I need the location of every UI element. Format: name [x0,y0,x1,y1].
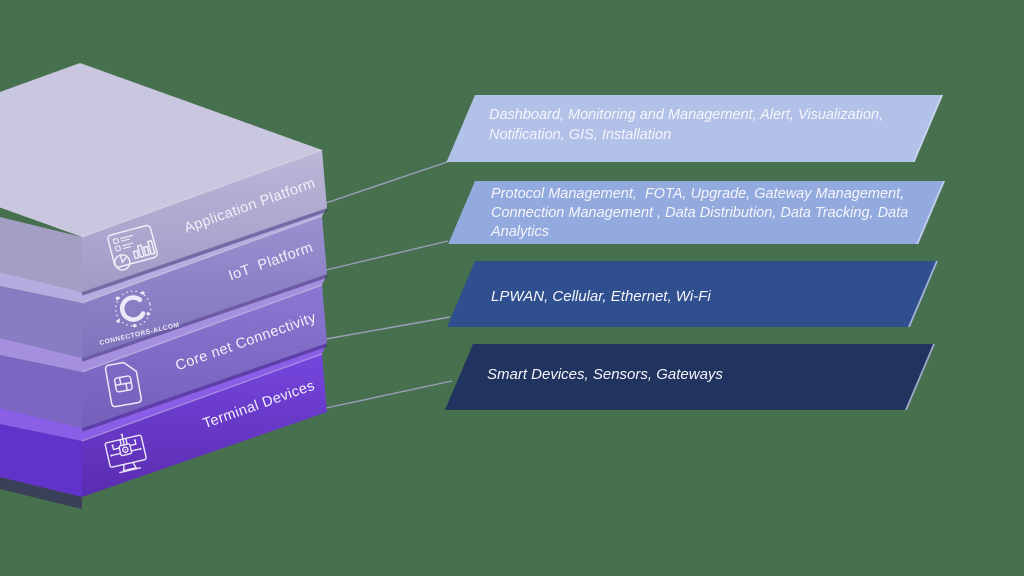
connector-line-1 [325,160,451,204]
connector-line-2 [325,240,449,271]
connector-lines [325,160,453,409]
band-core-net-connectivity: LPWAN, Cellular, Ethernet, Wi-Fi [446,261,938,327]
band-text-line: Connection Management , Data Distributio… [491,205,909,221]
band-application-platform: Dashboard, Monitoring and Management, Al… [446,95,943,162]
band-terminal-devices: Smart Devices, Sensors, Gateways [444,344,935,410]
layer-1-top-face [0,63,322,237]
layer-1-side-face [0,217,82,292]
band-text-line: Analytics [491,224,550,240]
layer-3-side-face [0,355,82,428]
connector-line-3 [325,316,451,340]
band-text-line: Protocol Management, FOTA, Upgrade, Gate… [491,186,905,202]
layer-4-front-face [82,354,327,497]
band-text-line: Dashboard, Monitoring and Management, Al… [489,107,884,123]
band-iot-platform: Protocol Management, FOTA, Upgrade, Gate… [448,181,945,244]
stack-shadow-lines [81,208,328,432]
layer-2-side-face [0,286,82,358]
connector-line-4 [325,380,453,409]
layer-4-side-face [0,424,82,497]
device-monitor-icon [104,433,147,474]
layer-3-front-face [82,285,327,428]
logo-network-nodes [115,291,150,328]
stack-bottom-shadow [0,477,82,509]
band-text-line: Notification, GIS, Installation [489,127,672,143]
layer-2-front-face [82,216,327,358]
band-text-line: Smart Devices, Sensors, Gateways [487,366,723,383]
sim-card-icon [104,361,142,408]
band-text-line: LPWAN, Cellular, Ethernet, Wi-Fi [491,288,711,305]
front-edge-highlights [81,149,323,442]
dashboard-analytics-icon [107,224,158,271]
